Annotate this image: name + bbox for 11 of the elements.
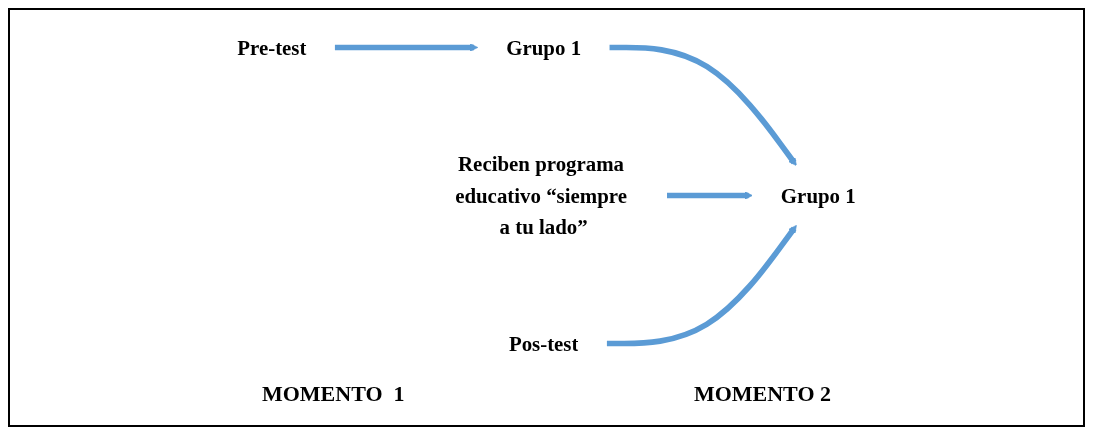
node-text: Reciben programa educativo “siempre a tu lado”	[455, 152, 627, 239]
phase-label: MOMENTO 2	[693, 381, 831, 407]
arrow	[609, 44, 797, 166]
arrow	[606, 225, 797, 347]
arrow	[334, 43, 479, 52]
phase-label: MOMENTO 1	[261, 381, 405, 407]
arrow	[667, 191, 753, 200]
node-text: Grupo 1	[780, 183, 856, 208]
node-text: Pos-test	[508, 331, 579, 356]
node-text: Grupo 1	[506, 35, 582, 60]
node-text: Pre-test	[237, 35, 307, 60]
